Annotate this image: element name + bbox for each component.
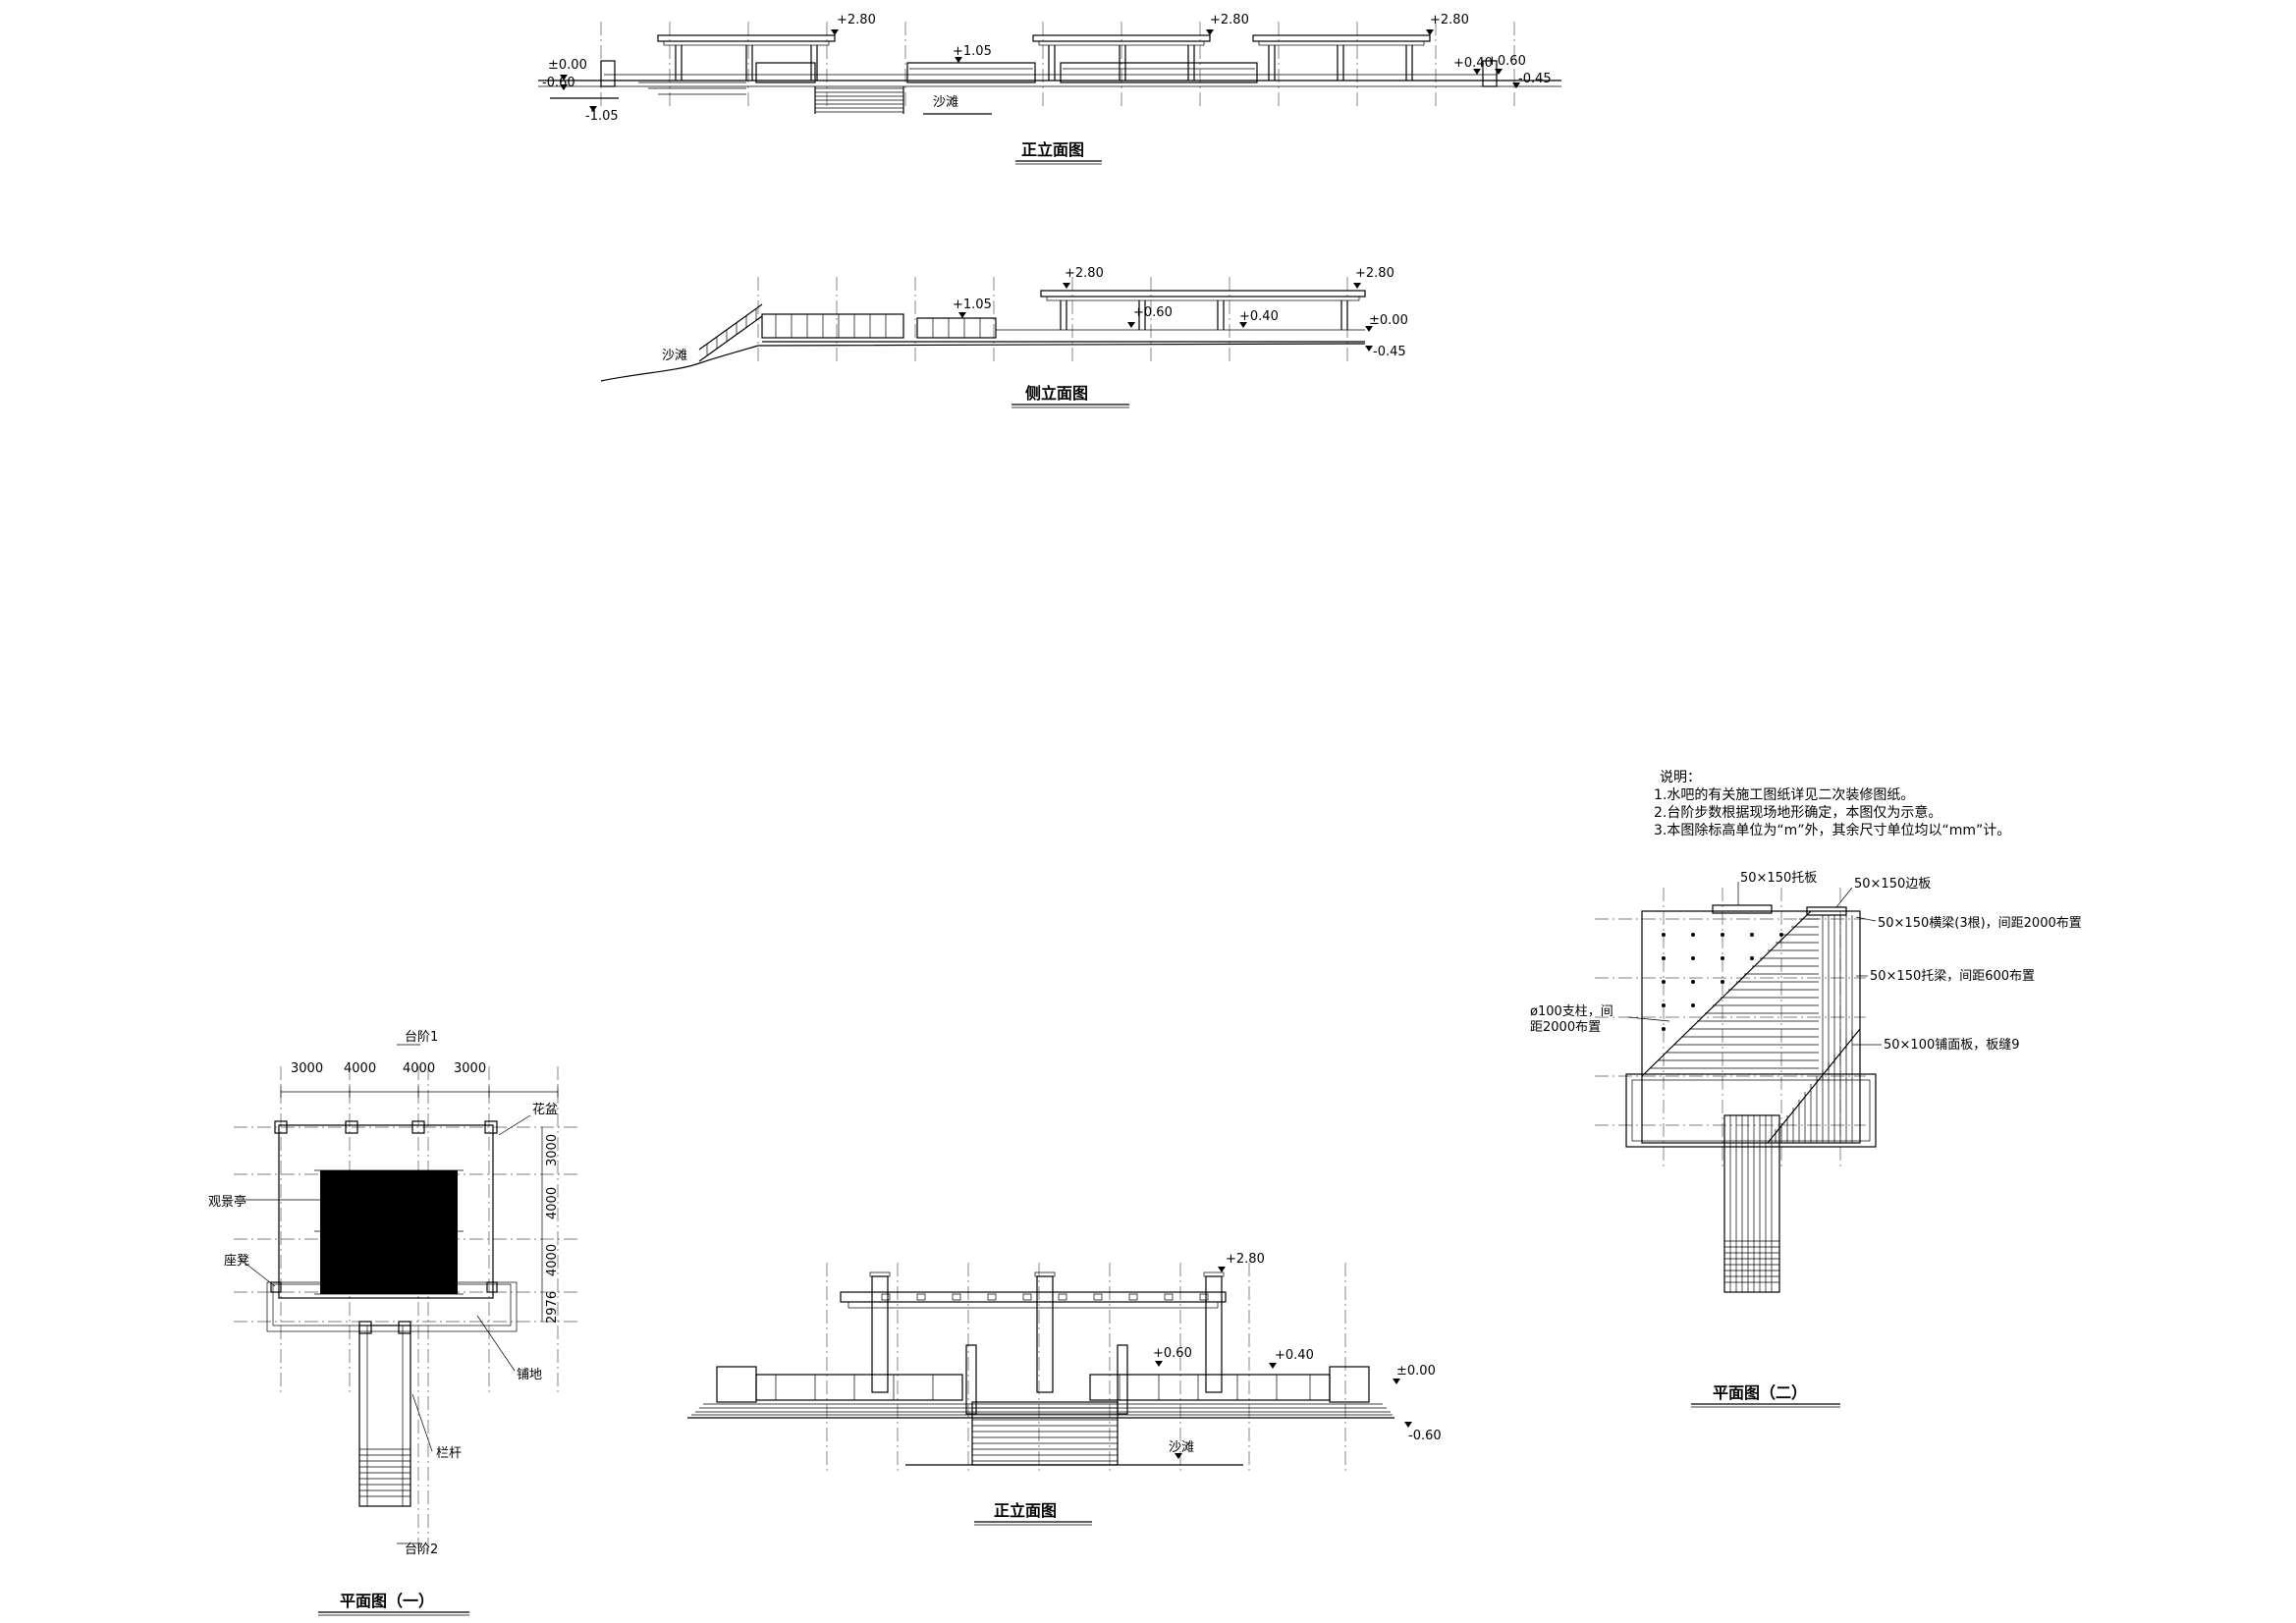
note-line: 3.本图除标高单位为“m”外，其余尺寸单位均以“mm”计。 bbox=[1654, 822, 2010, 839]
elev-label: +2.80 bbox=[1226, 1252, 1265, 1267]
elev-label: ±0.00 bbox=[548, 58, 587, 73]
elev-label: +1.05 bbox=[953, 44, 992, 59]
elev-label: -0.45 bbox=[1373, 345, 1406, 359]
label-zhizhu: ø100支柱，间 bbox=[1530, 1004, 1613, 1019]
label-zhizhu: 距2000布置 bbox=[1530, 1020, 1601, 1035]
drawing-title: 正立面图 bbox=[1021, 140, 1084, 159]
elev-label: ±0.00 bbox=[1369, 313, 1408, 328]
notes-heading: 说明： bbox=[1660, 770, 1701, 785]
drawing-title: 侧立面图 bbox=[1025, 384, 1088, 403]
dimension: 4000 bbox=[545, 1187, 560, 1219]
label-step2: 台阶2 bbox=[405, 1542, 438, 1557]
elev-label: +0.40 bbox=[1453, 56, 1493, 71]
drawing-title: 平面图（一） bbox=[340, 1592, 434, 1610]
elev-label: -0.60 bbox=[1408, 1429, 1442, 1443]
dimension: 4000 bbox=[403, 1061, 435, 1076]
label-hengliang: 50×150横梁(3根)，间距2000布置 bbox=[1878, 916, 2082, 931]
beach-label: 沙滩 bbox=[933, 95, 958, 110]
front-elevation-top: +2.80 +2.80 +2.80 +1.05 +0.40 +0.60 -0.4… bbox=[538, 13, 1561, 165]
elev-label: ±0.00 bbox=[1396, 1364, 1436, 1379]
notes-block: 说明： 1.水吧的有关施工图纸详见二次装修图纸。 2.台阶步数根据现场地形确定，… bbox=[1654, 770, 2010, 839]
side-elevation: +2.80 +2.80 +1.05 +0.60 +0.40 ±0.00 -0.4… bbox=[600, 266, 1408, 408]
dimension: 3000 bbox=[454, 1061, 486, 1076]
front-elevation-bottom: +2.80 +0.60 +0.40 ±0.00 -0.60 沙滩 正立面图 bbox=[687, 1252, 1442, 1526]
label-step1: 台阶1 bbox=[405, 1030, 438, 1045]
label-railing: 栏杆 bbox=[436, 1446, 462, 1461]
elev-label: +0.40 bbox=[1239, 309, 1279, 324]
elev-label: +2.80 bbox=[1355, 266, 1394, 281]
dimension: 2976 bbox=[545, 1291, 560, 1324]
elev-label: +1.05 bbox=[953, 298, 992, 312]
drawing-title: 平面图（二） bbox=[1713, 1383, 1807, 1402]
dimension: 3000 bbox=[545, 1134, 560, 1166]
drawing-title: 正立面图 bbox=[994, 1501, 1057, 1520]
elev-label: +2.80 bbox=[1210, 13, 1249, 27]
elev-label: -0.60 bbox=[542, 76, 575, 90]
elev-label: +2.80 bbox=[1430, 13, 1469, 27]
beach-label: 沙滩 bbox=[1169, 1440, 1194, 1455]
dimension: 4000 bbox=[344, 1061, 376, 1076]
plan-one: 3000 4000 4000 3000 3000 4000 4000 2976 bbox=[208, 1030, 579, 1616]
elev-label: -1.05 bbox=[585, 109, 619, 124]
elev-label: +0.60 bbox=[1153, 1346, 1192, 1361]
elev-label: -0.45 bbox=[1518, 72, 1552, 86]
elev-label: +2.80 bbox=[1065, 266, 1104, 281]
label-bench: 座凳 bbox=[224, 1253, 249, 1269]
beach-label: 沙滩 bbox=[662, 349, 687, 363]
plan-two: 50×150托板 50×150边板 50×150横梁(3根)，间距2000布置 … bbox=[1530, 871, 2082, 1408]
note-line: 2.台阶步数根据现场地形确定，本图仅为示意。 bbox=[1654, 804, 1941, 821]
label-bianban: 50×150边板 bbox=[1854, 877, 1931, 892]
label-flowerpot: 花盆 bbox=[532, 1102, 558, 1117]
elev-label: +0.60 bbox=[1133, 305, 1173, 320]
label-pavilion: 观景亭 bbox=[208, 1194, 246, 1210]
note-line: 1.水吧的有关施工图纸详见二次装修图纸。 bbox=[1654, 787, 1914, 803]
label-pumian: 50×100铺面板，板缝9 bbox=[1884, 1038, 2020, 1053]
dimension: 3000 bbox=[291, 1061, 323, 1076]
dimension: 4000 bbox=[545, 1244, 560, 1276]
elev-label: +0.40 bbox=[1275, 1348, 1314, 1363]
elev-label: +2.80 bbox=[837, 13, 876, 27]
label-tuoliang: 50×150托梁，间距600布置 bbox=[1870, 969, 2035, 984]
label-paving: 铺地 bbox=[517, 1368, 542, 1382]
label-tuoban: 50×150托板 bbox=[1740, 871, 1817, 886]
elev-label: +0.60 bbox=[1487, 54, 1526, 69]
